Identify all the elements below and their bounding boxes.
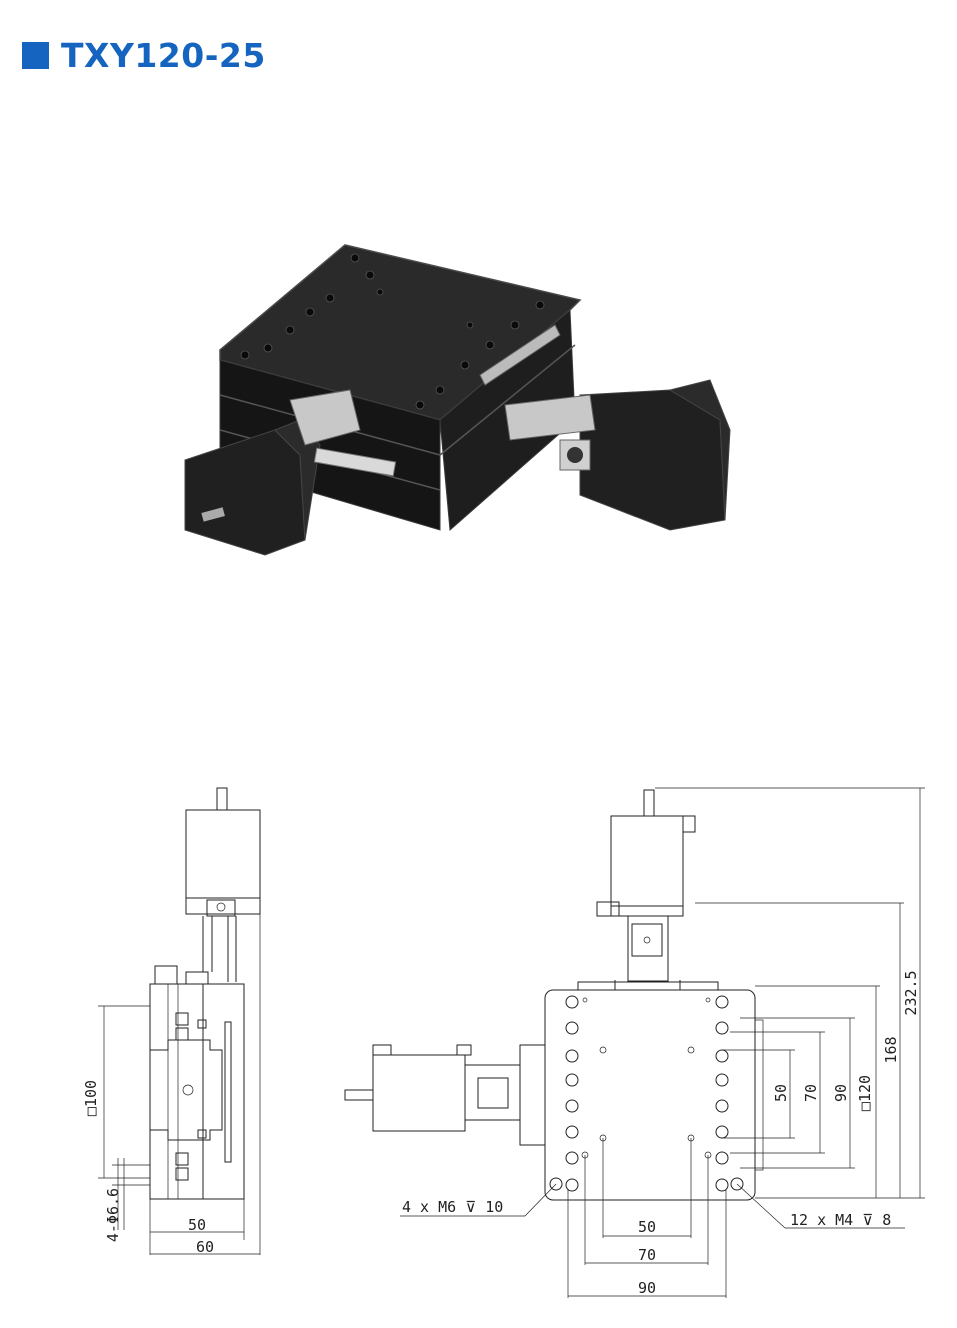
v90-dim: 90 (832, 1084, 850, 1102)
dimension-drawing: □100 4-Φ6.6 50 60 (82, 787, 925, 1298)
side-width-outer-dim: 60 (196, 1238, 214, 1256)
top-view (344, 787, 925, 1298)
v50-dim: 50 (772, 1084, 790, 1102)
motor-offset-dim: 168 (882, 1036, 900, 1063)
m6-callout: 4 x M6 ⊽ 10 (402, 1198, 503, 1216)
m4-callout: 12 x M4 ⊽ 8 (790, 1211, 891, 1229)
square-dim: □120 (856, 1075, 874, 1111)
product-render-image (184, 244, 731, 556)
side-height-dim: □100 (82, 1080, 100, 1116)
overall-length-dim: 232.5 (902, 970, 920, 1015)
side-view (98, 787, 261, 1255)
page-title: TXY120-25 (61, 36, 266, 75)
h50-dim: 50 (638, 1218, 656, 1236)
side-width-inner-dim: 50 (188, 1216, 206, 1234)
v70-dim: 70 (802, 1084, 820, 1102)
title-bullet-square (22, 42, 49, 69)
h70-dim: 70 (638, 1246, 656, 1264)
h90-dim: 90 (638, 1279, 656, 1297)
side-holes-dim: 4-Φ6.6 (104, 1188, 122, 1242)
page-header: TXY120-25 (22, 36, 266, 75)
